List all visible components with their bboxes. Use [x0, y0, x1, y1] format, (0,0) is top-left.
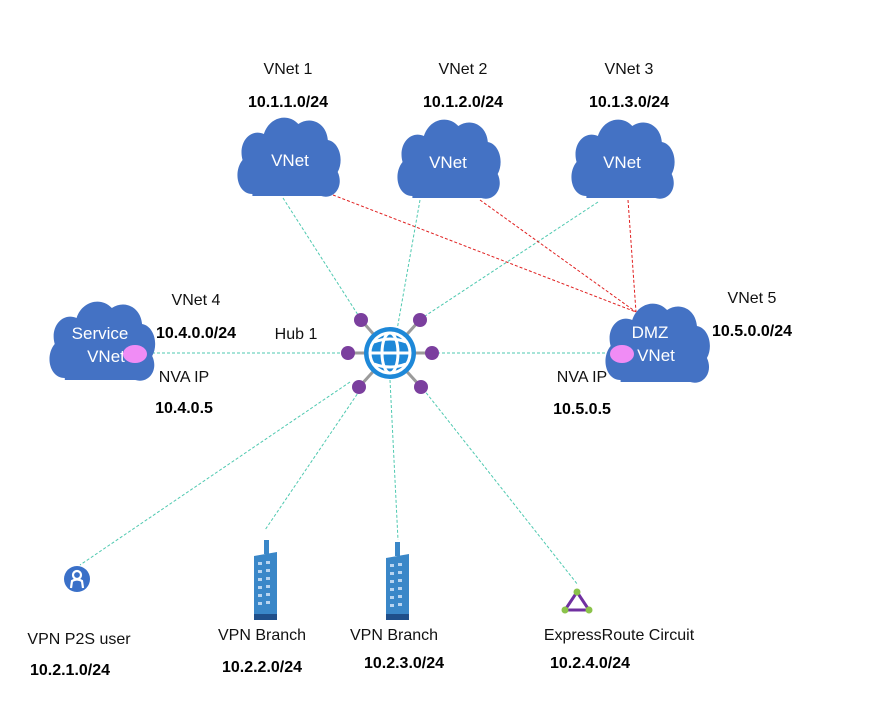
vnet-3: VNet 3 10.1.3.0/24 VNet — [571, 61, 675, 199]
user-icon — [64, 566, 90, 592]
building-icon — [386, 542, 409, 620]
vnet-4-nva-label: NVA IP — [159, 369, 209, 386]
link-hub-expressroute — [419, 384, 579, 586]
vnet-3-cidr: 10.1.3.0/24 — [589, 94, 669, 111]
vnet-3-name: VNet 3 — [605, 61, 654, 78]
vnet-1-cidr: 10.1.1.0/24 — [248, 94, 328, 111]
branch-vpn-1: VPN Branch 10.2.2.0/24 — [218, 540, 306, 676]
link-hub-branch1 — [264, 389, 361, 531]
vnet-4-nva-ip: 10.4.0.5 — [155, 400, 213, 417]
vnet-2-cloud-label: VNet — [429, 153, 467, 172]
branch-vpn-2: VPN Branch 10.2.3.0/24 — [350, 542, 444, 672]
vnet-5-nva-ip: 10.5.0.5 — [553, 401, 611, 418]
vnet-4-nva-icon — [123, 345, 147, 363]
vnet-4: VNet 4 10.4.0.0/24 Service VNet NVA IP 1… — [49, 292, 236, 417]
link-dmz-vnet3 — [627, 199, 637, 313]
vnet-3-cloud-label: VNet — [603, 153, 641, 172]
hub-1: Hub 1 — [275, 313, 439, 394]
branch-p2s-user: VPN P2S user 10.2.1.0/24 — [27, 566, 131, 679]
vnet-2-name: VNet 2 — [439, 61, 488, 78]
hub-spoke-dots — [341, 313, 439, 394]
globe-icon — [364, 327, 416, 379]
link-hub-vnet2 — [396, 199, 421, 331]
connections — [79, 194, 637, 586]
vnet-5-name: VNet 5 — [728, 290, 777, 307]
vnet-1: VNet 1 10.1.1.0/24 VNet — [237, 61, 341, 197]
p2s-cidr: 10.2.1.0/24 — [30, 662, 110, 679]
link-hub-vnet1 — [282, 197, 361, 319]
link-dmz-vnet2 — [479, 199, 637, 313]
building-icon — [254, 540, 277, 620]
vnet-4-cidr: 10.4.0.0/24 — [156, 325, 236, 342]
vnet-5-cidr: 10.5.0.0/24 — [712, 323, 792, 340]
vpn-branch-1-cidr: 10.2.2.0/24 — [222, 659, 302, 676]
hub-label: Hub 1 — [275, 326, 318, 343]
vnet-1-cloud-label: VNet — [271, 151, 309, 170]
vnet-4-cloud-label-2: VNet — [87, 347, 125, 366]
link-hub-p2s — [79, 381, 351, 566]
link-dmz-vnet1 — [332, 194, 637, 313]
vpn-branch-1-label: VPN Branch — [218, 627, 306, 644]
expressroute-cidr: 10.2.4.0/24 — [550, 655, 630, 672]
vnet-4-cloud-label-1: Service — [72, 324, 129, 343]
vnet-5-cloud-icon — [605, 303, 710, 383]
vpn-branch-2-label: VPN Branch — [350, 627, 438, 644]
vnet-5-nva-icon — [610, 345, 634, 363]
vnet-2-cidr: 10.1.2.0/24 — [423, 94, 503, 111]
p2s-label: VPN P2S user — [27, 631, 131, 648]
branch-expressroute: ExpressRoute Circuit 10.2.4.0/24 — [544, 588, 695, 672]
vnet-5: VNet 5 10.5.0.0/24 DMZ VNet NVA IP 10.5.… — [553, 290, 792, 418]
vnet-4-name: VNet 4 — [172, 292, 221, 309]
expressroute-icon — [561, 588, 593, 614]
expressroute-label: ExpressRoute Circuit — [544, 627, 695, 644]
vnet-5-cloud-label-2: VNet — [637, 346, 675, 365]
vnet-2: VNet 2 10.1.2.0/24 VNet — [397, 61, 503, 199]
link-hub-branch2 — [389, 379, 399, 541]
vnet-5-cloud-label-1: DMZ — [632, 323, 669, 342]
vnet-5-nva-label: NVA IP — [557, 369, 607, 386]
vpn-branch-2-cidr: 10.2.3.0/24 — [364, 655, 444, 672]
vnet-1-name: VNet 1 — [264, 61, 313, 78]
link-hub-vnet3 — [418, 201, 599, 321]
